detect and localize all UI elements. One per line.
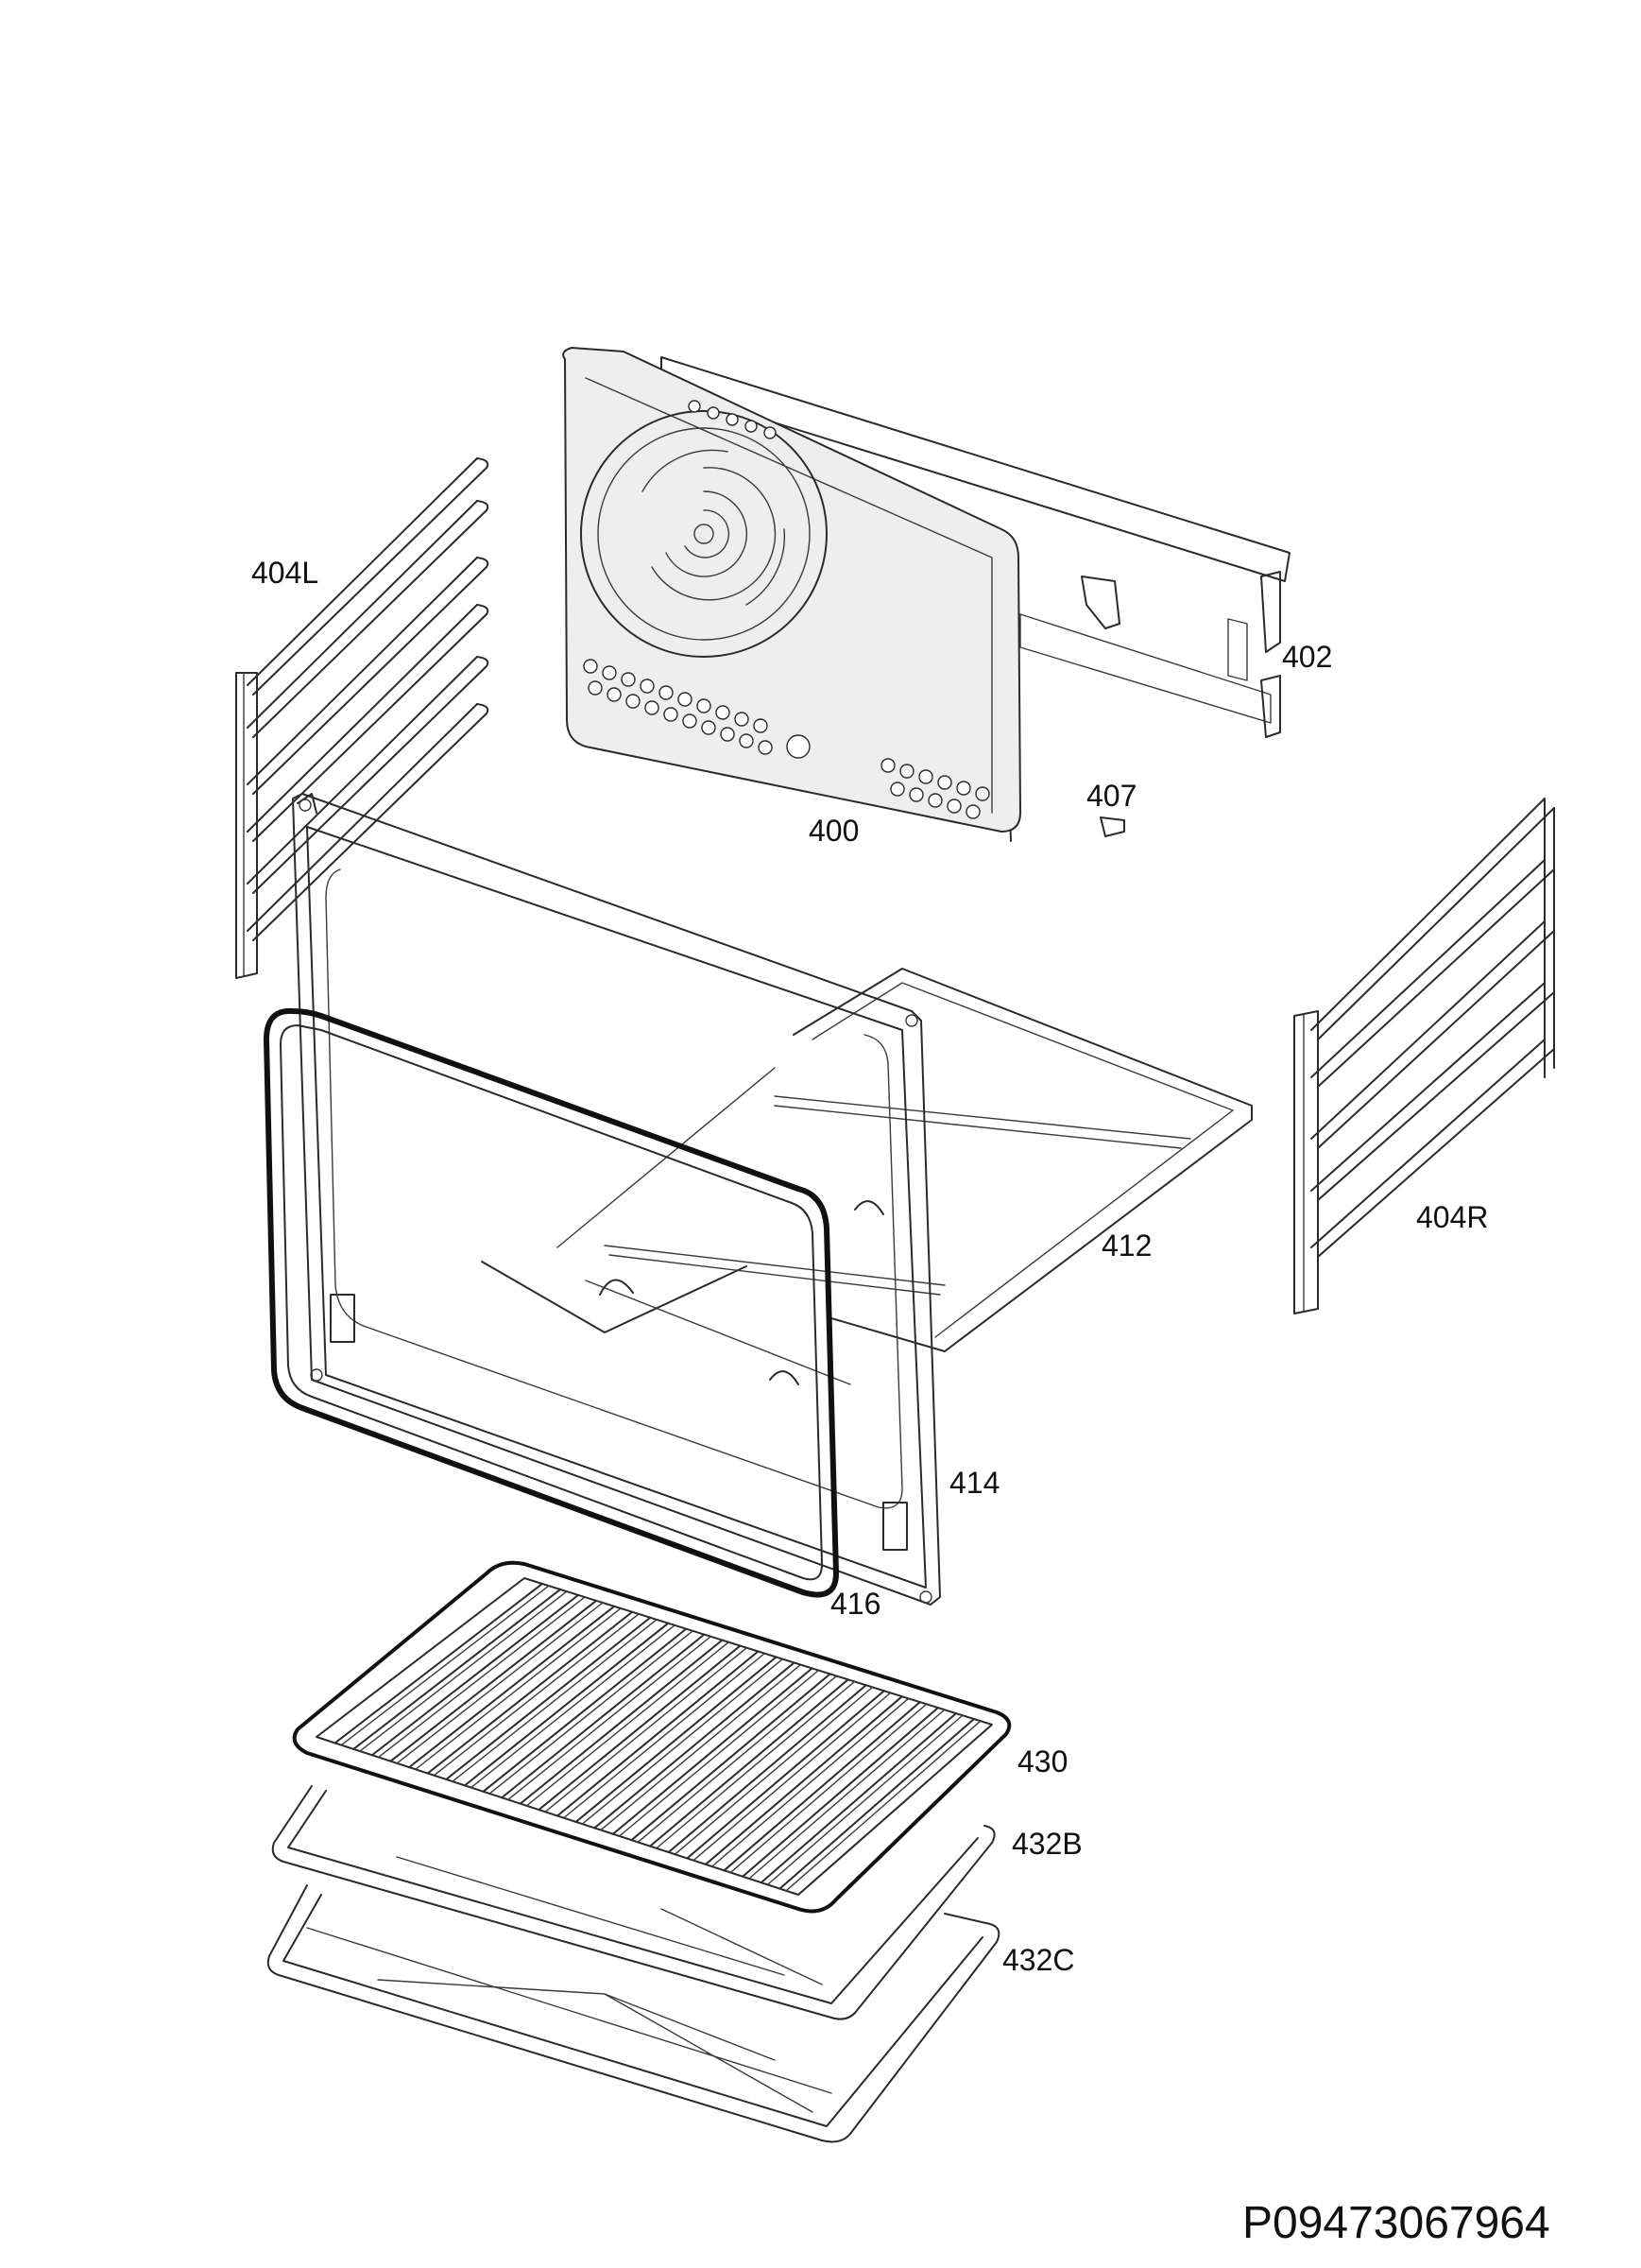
cavity-frame-drawing [292, 793, 941, 1606]
rack-bar-edge [526, 1641, 730, 1807]
oven-floor-drawing [481, 968, 1253, 1385]
rack-bar [742, 1707, 939, 1878]
part-label-430: 430 [1017, 1744, 1068, 1778]
part-label-412: 412 [1102, 1228, 1152, 1263]
rack-bar [370, 1593, 580, 1757]
rack-bar-edge [692, 1692, 892, 1862]
baking-tray-drawing [271, 1785, 996, 2020]
rack-bar [333, 1582, 544, 1744]
back-panel-drawing [562, 346, 1291, 842]
rack-bar [426, 1610, 634, 1775]
rack-bar [593, 1661, 795, 1830]
vent-holes [583, 400, 990, 819]
rack-bar [611, 1667, 813, 1835]
rack-bar [760, 1712, 957, 1884]
part-label-402: 402 [1282, 640, 1332, 674]
rack-bar-edge [507, 1635, 712, 1800]
rack-bar-edge [619, 1669, 820, 1837]
rack-bar-edge [674, 1686, 874, 1855]
rack-bar [704, 1695, 903, 1865]
part-label-400: 400 [809, 814, 859, 848]
rack-bar [574, 1656, 778, 1823]
left-shelf-support-drawing [235, 457, 489, 979]
rack-bar-edge [340, 1585, 550, 1746]
rack-bar [445, 1616, 652, 1780]
rack-bar [408, 1605, 616, 1769]
rack-bar [389, 1599, 598, 1762]
deep-tray-drawing [266, 1884, 1000, 2143]
rack-bar [556, 1650, 760, 1817]
rack-bar-edge [785, 1720, 982, 1892]
rack-bar-edge [711, 1697, 910, 1867]
rack-bar-edge [488, 1629, 694, 1795]
rack-bar-edge [563, 1652, 766, 1819]
rack-bar-edge [470, 1624, 676, 1789]
rack-bar [501, 1633, 706, 1799]
right-shelf-support-drawing [1293, 798, 1555, 1314]
part-label-432B: 432B [1012, 1827, 1083, 1861]
part-label-416: 416 [830, 1587, 880, 1621]
rack-bar-edge [767, 1714, 964, 1885]
document-code: P09473067964 [1242, 2198, 1550, 2248]
rack-bar-edge [600, 1663, 802, 1831]
rack-bar-edge [748, 1709, 946, 1880]
rack-bar [482, 1627, 688, 1793]
rack-bar-edge [729, 1703, 928, 1874]
wire-rack-drawing [292, 1560, 1012, 1914]
rack-bar-edge [581, 1658, 784, 1825]
rack-bar-edge [656, 1680, 856, 1849]
part-label-404R: 404R [1416, 1200, 1489, 1234]
rack-bar-edge [378, 1596, 586, 1758]
rack-bar [630, 1673, 831, 1842]
part-label-404L: 404L [251, 556, 318, 590]
rack-bar-edge [637, 1675, 838, 1843]
rack-bar-edge [544, 1646, 748, 1813]
rack-bar-edge [452, 1619, 658, 1782]
part-label-407: 407 [1086, 779, 1137, 813]
rack-bar-edge [359, 1590, 568, 1752]
rack-bar-edge [396, 1602, 604, 1764]
rack-bar [686, 1690, 885, 1860]
rack-bar [778, 1718, 975, 1890]
rack-bar [667, 1684, 867, 1854]
part-label-414: 414 [949, 1466, 1000, 1500]
part-label-432C: 432C [1002, 1943, 1075, 1977]
rack-bar [352, 1588, 562, 1750]
door-seal-drawing [264, 1007, 839, 1598]
rack-bar [723, 1701, 921, 1872]
rack-bar [519, 1639, 724, 1805]
rack-bar-edge [415, 1607, 622, 1770]
rack-bar [538, 1644, 742, 1812]
rack-bar-edge [433, 1613, 640, 1777]
rack-bar [463, 1622, 670, 1787]
rack-bar [649, 1678, 849, 1847]
